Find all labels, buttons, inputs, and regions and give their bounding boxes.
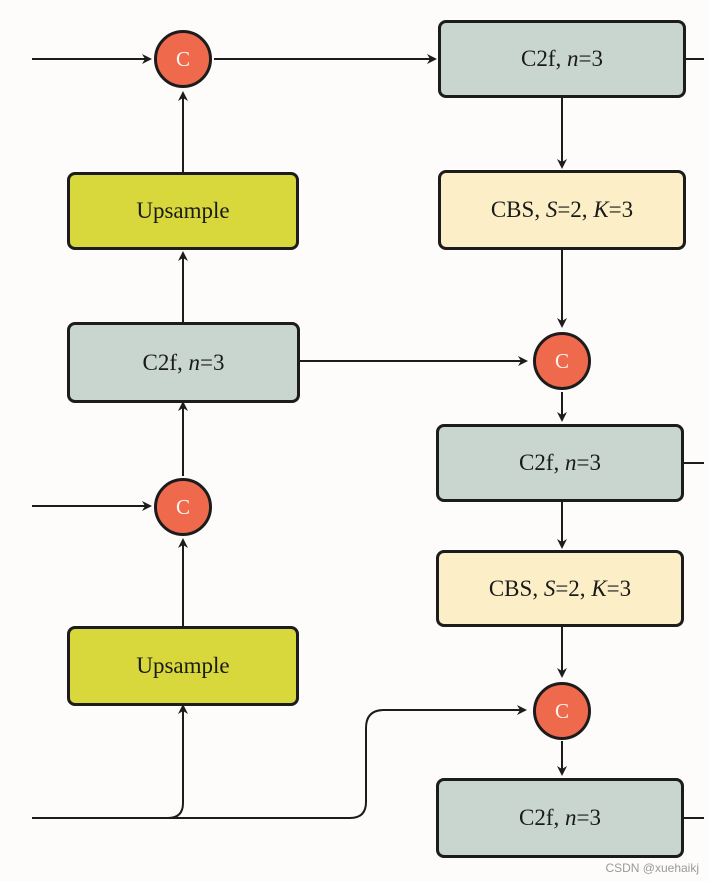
concat-node-lower-left: C [154, 478, 212, 536]
upsample-block-lower: Upsample [67, 626, 299, 706]
block-name: C2f, [519, 805, 560, 830]
concat-label: C [175, 494, 190, 519]
watermark-text: CSDN @xuehaikj [605, 861, 699, 875]
concat-node-bottom-right: C [533, 682, 591, 740]
block-name: CBS, [490, 197, 541, 222]
upsample-label: Upsample [136, 653, 230, 678]
edge-input-to-concat-bottom [168, 705, 527, 819]
block-param-k: K [593, 197, 609, 222]
block-param-value: =3 [200, 349, 225, 375]
cbs-block-label: CBS, S=2, K=3 [489, 576, 631, 602]
block-name: CBS, [488, 575, 539, 601]
c2f-block-label: C2f, n=3 [519, 805, 601, 831]
c2f-block-mid-right: C2f, n=3 [436, 424, 684, 502]
upsample-block-upper: Upsample [67, 172, 299, 250]
concat-node-mid-right: C [533, 332, 591, 390]
upsample-label: Upsample [136, 198, 230, 223]
cbs-block-label: CBS, S=2, K=3 [491, 197, 633, 223]
block-param: n [567, 46, 579, 71]
edge-input-to-upsample-lower [32, 704, 188, 819]
block-param: n [565, 450, 577, 475]
block-param-value: =3 [578, 46, 603, 71]
c2f-block-label: C2f, n=3 [519, 450, 601, 476]
c2f-block-label: C2f, n=3 [521, 46, 603, 72]
block-param-value: =3 [576, 450, 601, 475]
cbs-block-lower: CBS, S=2, K=3 [436, 550, 684, 627]
block-param-s-value: =2, [555, 575, 586, 601]
concat-node-top-left: C [154, 30, 212, 88]
cbs-block-upper: CBS, S=2, K=3 [438, 170, 686, 250]
block-param-s: S [543, 575, 556, 601]
block-param-k-value: =3 [608, 197, 634, 222]
c2f-block-label: C2f, n=3 [143, 350, 225, 376]
c2f-block-top-right: C2f, n=3 [438, 20, 686, 98]
block-param: n [565, 805, 577, 830]
block-param-s-value: =2, [557, 197, 588, 222]
block-param-k-value: =3 [606, 575, 632, 601]
concat-label: C [554, 698, 569, 723]
concat-label: C [175, 46, 190, 71]
block-name: C2f, [142, 349, 183, 375]
concat-label: C [554, 348, 569, 373]
block-param: n [188, 349, 201, 375]
c2f-block-bottom-right: C2f, n=3 [436, 778, 684, 858]
block-param-k: K [591, 575, 607, 601]
block-param-value: =3 [576, 805, 601, 830]
c2f-block-mid-left: C2f, n=3 [67, 322, 300, 403]
block-name: C2f, [519, 450, 560, 475]
block-param-s: S [545, 197, 558, 222]
block-name: C2f, [521, 46, 562, 71]
